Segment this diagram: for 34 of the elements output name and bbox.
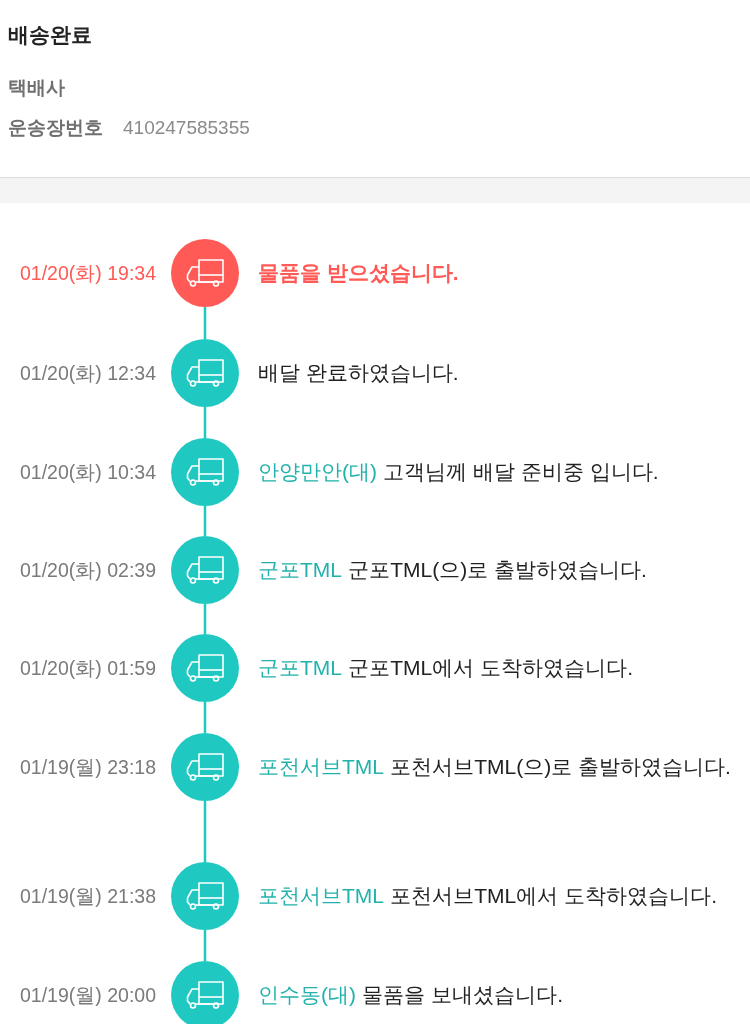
timestamp: 01/19(월) 20:00 — [20, 983, 156, 1008]
status-text: 포천서브TML(으)로 출발하였습니다. — [390, 754, 731, 780]
timestamp: 01/20(화) 19:34 — [20, 261, 156, 286]
status-text: 고객님께 배달 준비중 입니다. — [383, 459, 659, 485]
timestamp: 01/20(화) 12:34 — [20, 361, 156, 386]
location-text: 안양만안(대) — [258, 459, 377, 485]
timeline-line — [203, 930, 207, 961]
status-text: 물품을 보내셨습니다. — [362, 982, 563, 1008]
timestamp: 01/19(월) 21:38 — [20, 884, 156, 909]
timeline-line — [203, 702, 207, 733]
status-text: 포천서브TML에서 도착하였습니다. — [390, 883, 717, 909]
timestamp: 01/20(화) 10:34 — [20, 460, 156, 485]
timestamp: 01/20(화) 02:39 — [20, 558, 156, 583]
location-text: 군포TML — [258, 557, 342, 583]
timeline-line — [203, 407, 207, 438]
status-text: 배달 완료하였습니다. — [258, 360, 459, 386]
field-label: 운송장번호 — [8, 116, 103, 140]
location-text: 군포TML — [258, 655, 342, 681]
location-text: 포천서브TML — [258, 883, 384, 909]
timestamp: 01/20(화) 01:59 — [20, 656, 156, 681]
location-text: 인수동(대) — [258, 982, 356, 1008]
field-label: 택배사 — [8, 76, 65, 100]
timeline-line — [203, 801, 207, 862]
status-text: 군포TML(으)로 출발하였습니다. — [348, 557, 647, 583]
timestamp: 01/19(월) 23:18 — [20, 755, 156, 780]
status-text: 물품을 받으셨습니다. — [258, 260, 459, 286]
tracking-number: 410247585355 — [123, 116, 250, 140]
status-circle — [171, 961, 239, 1024]
timeline-line — [203, 307, 207, 339]
timeline-line — [203, 604, 207, 634]
location-text: 포천서브TML — [258, 754, 384, 780]
page-title: 배송완료 — [8, 22, 92, 48]
status-text: 군포TML에서 도착하였습니다. — [348, 655, 633, 681]
timeline-line — [203, 506, 207, 536]
